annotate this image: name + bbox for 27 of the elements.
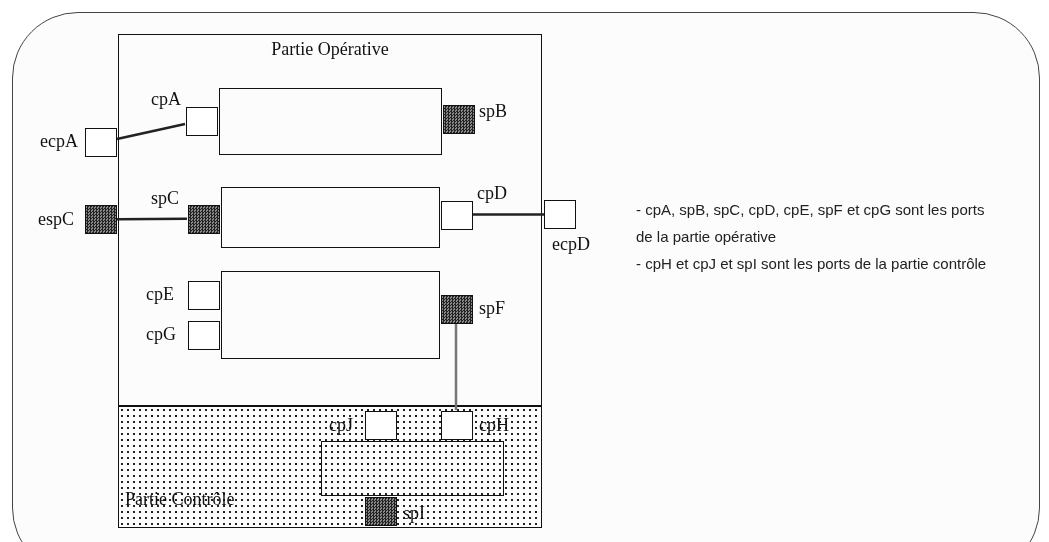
port-label: espC [38,209,74,229]
connector-line [472,213,544,216]
connector-line [116,122,186,141]
connector-line [454,323,458,410]
note-text: - cpA, spB, spC, cpD, cpE, spF et cpG sont les ports de la partie opérative [636,200,986,247]
component-box [221,271,440,359]
frame-box [118,406,542,528]
port-label: spI [403,503,425,523]
connector-line [117,217,187,221]
frame-box [118,34,542,406]
port-label: cpG [146,324,176,344]
component-box [321,441,504,496]
port-label: ecpA [40,131,78,151]
frame-title: Partie Opérative [270,39,390,60]
port-label: cpD [477,183,507,203]
note-text: - cpH et cpJ et spI sont les ports de la partie contrôle [636,254,988,274]
port-label: ecpD [552,234,590,254]
port-label: cpJ [329,415,353,435]
port-label: cpA [151,89,181,109]
component-box [221,187,440,248]
port-label: spB [479,101,507,121]
port-label: spC [151,188,179,208]
component-box [219,88,442,155]
frame-title: Partie Contrôle [125,489,235,510]
port-label: spF [479,298,505,318]
port-label: cpH [479,415,509,435]
port-label: cpE [146,284,174,304]
